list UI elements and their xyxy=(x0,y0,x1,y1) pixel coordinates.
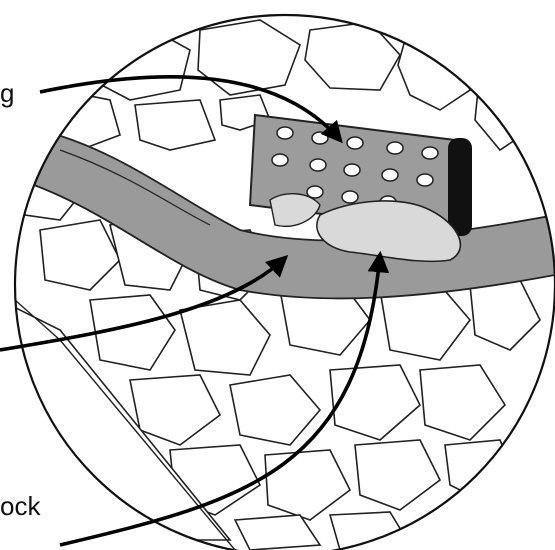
device-handle xyxy=(448,138,472,236)
label-bottom: ock xyxy=(0,493,40,519)
label-top: g xyxy=(0,80,14,106)
